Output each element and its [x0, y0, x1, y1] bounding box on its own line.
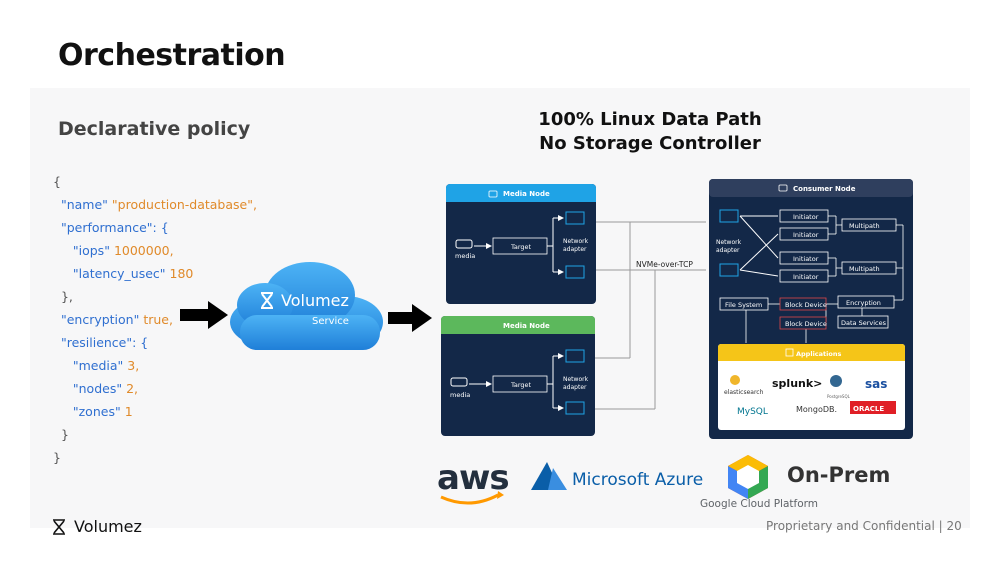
footer-brand: Volumez [74, 517, 142, 536]
code-line: "encryption" true, [60, 312, 173, 327]
svg-text:adapter: adapter [716, 247, 740, 254]
policy-json-code: { "name" "production-database", "perform… [53, 170, 257, 469]
svg-text:Initiator: Initiator [793, 231, 819, 239]
elasticsearch-logo-icon [730, 375, 740, 385]
azure-logo: Microsoft Azure [572, 470, 704, 490]
svg-text:sas: sas [865, 377, 887, 391]
code-line: }, [60, 289, 73, 304]
svg-text:Media Node: Media Node [503, 190, 550, 198]
code-line: } [60, 427, 69, 442]
code-line: "zones" 1 [72, 404, 133, 419]
svg-text:media: media [455, 252, 475, 260]
svg-text:Initiator: Initiator [793, 213, 819, 221]
nic-icon [565, 349, 585, 363]
svg-text:adapter: adapter [563, 246, 587, 253]
policy-heading: Declarative policy [58, 118, 251, 140]
volumez-logo-icon [261, 292, 273, 309]
code-line: } [53, 450, 61, 465]
volumez-footer-icon [53, 519, 65, 535]
footer-confidential: Proprietary and Confidential | 20 [766, 519, 962, 533]
code-line: "media" 3, [72, 358, 140, 373]
code-line: "resilience": { [60, 335, 149, 350]
svg-text:MySQL: MySQL [737, 407, 768, 417]
arrow-from-service [388, 304, 432, 332]
volumez-service-cloud [230, 262, 383, 350]
media-node-bottom: Media Node media Target Network adapter [441, 316, 595, 436]
svg-text:Consumer Node: Consumer Node [793, 185, 856, 193]
svg-text:media: media [450, 391, 470, 399]
service-sub: Service [312, 316, 349, 327]
package-icon [785, 348, 794, 357]
arrow-to-service [180, 301, 228, 329]
svg-text:Multipath: Multipath [849, 222, 880, 230]
nic-icon [719, 209, 739, 223]
code-line: "latency_usec" 180 [72, 266, 194, 281]
nvme-tcp-label: NVMe-over-TCP [636, 260, 693, 269]
svg-text:Target: Target [510, 243, 532, 251]
svg-text:MongoDB.: MongoDB. [796, 405, 837, 414]
server-icon [488, 190, 498, 198]
media-node-top: Media Node media Target Network adapter [446, 184, 596, 304]
nic-icon [565, 401, 585, 415]
svg-text:Initiator: Initiator [793, 273, 819, 281]
svg-text:Multipath: Multipath [849, 265, 880, 273]
svg-text:Initiator: Initiator [793, 255, 819, 263]
svg-text:ORACLE: ORACLE [853, 405, 884, 413]
network-links [595, 221, 706, 410]
aws-smile-icon [440, 493, 499, 505]
svg-text:adapter: adapter [563, 384, 587, 391]
onprem-logo: On-Prem [787, 463, 891, 487]
svg-text:Network: Network [716, 239, 742, 246]
linux-data-path-title: 100% Linux Data Path No Storage Controll… [538, 109, 762, 154]
code-line: { [53, 174, 61, 189]
svg-text:Encryption: Encryption [846, 299, 881, 307]
slide-title: Orchestration [58, 38, 286, 73]
svg-text:Media Node: Media Node [503, 322, 550, 330]
drive-icon [450, 377, 468, 387]
consumer-node: Consumer Node Network adapter Initiator … [709, 179, 913, 439]
nic-icon [565, 211, 585, 225]
svg-text:Applications: Applications [796, 350, 841, 358]
code-line: "name" "production-database", [60, 197, 257, 212]
svg-text:Block Device: Block Device [785, 320, 827, 328]
svg-text:splunk>: splunk> [772, 377, 822, 390]
server-icon [778, 184, 788, 192]
svg-text:File System: File System [725, 301, 762, 309]
service-name: Volumez [281, 291, 349, 310]
svg-text:PostgreSQL: PostgreSQL [827, 394, 851, 399]
code-line: "performance": { [60, 220, 169, 235]
svg-text:elasticsearch: elasticsearch [724, 389, 764, 396]
aws-logo: aws [437, 458, 510, 498]
postgresql-logo-icon [830, 375, 842, 387]
gcp-logo-icon [728, 455, 768, 499]
code-line: "nodes" 2, [72, 381, 139, 396]
svg-text:Block Device: Block Device [785, 301, 827, 309]
svg-text:Network: Network [563, 238, 589, 245]
oracle-logo [850, 401, 896, 414]
gcp-logo: Google Cloud Platform [700, 498, 818, 510]
svg-text:Network: Network [563, 376, 589, 383]
svg-text:Target: Target [510, 381, 532, 389]
drive-icon [455, 239, 473, 249]
nic-icon [719, 263, 739, 277]
svg-text:Data Services: Data Services [841, 319, 887, 327]
code-line: "iops" 1000000, [72, 243, 174, 258]
nic-icon [565, 265, 585, 279]
